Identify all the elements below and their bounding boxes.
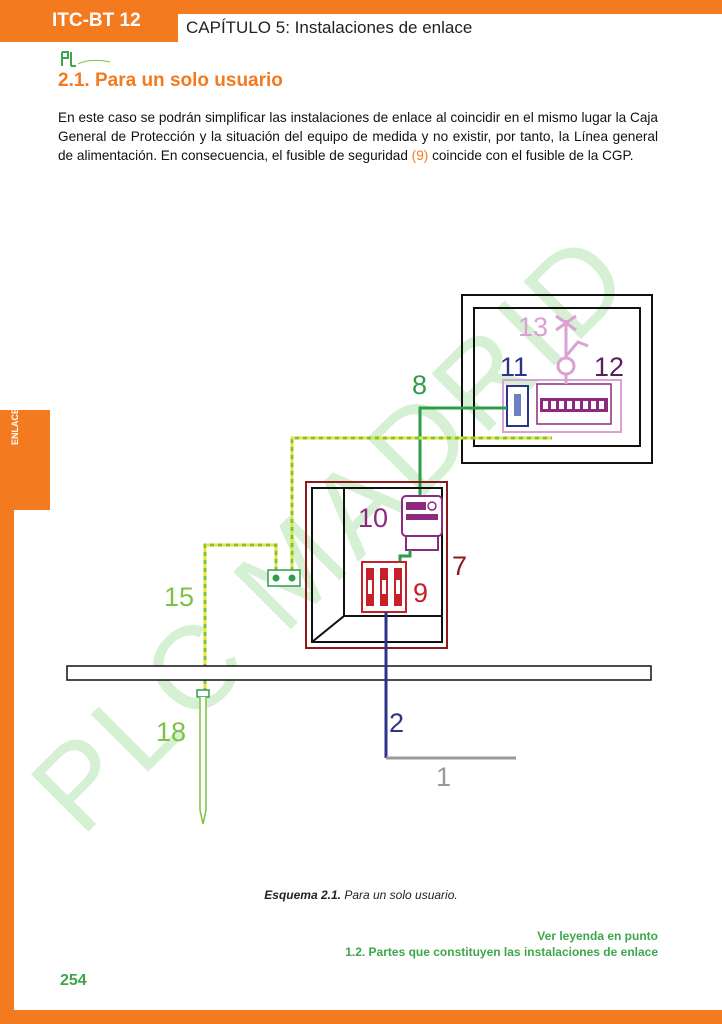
meter-bar — [406, 514, 438, 520]
side-strip — [0, 510, 14, 1010]
distribution-panel-frame — [502, 379, 622, 433]
dwelling-inner-box — [473, 307, 641, 447]
cpm-door-left — [311, 487, 345, 643]
section-title: 2.1. Para un solo usuario — [58, 70, 283, 91]
label-10: 10 — [358, 503, 388, 533]
cpm-box-inner — [311, 487, 443, 643]
caption-label: Esquema 2.1. — [264, 888, 341, 902]
fuse-windows — [368, 580, 400, 594]
lamp-cross-2 — [555, 314, 577, 332]
label-8: 8 — [412, 370, 427, 400]
earth-terminal-1 — [272, 574, 280, 582]
label-9: 9 — [413, 578, 428, 608]
label-7: 7 — [452, 551, 467, 581]
label-2: 2 — [389, 708, 404, 738]
section-logo-icon — [61, 51, 111, 67]
chapter-title: CAPÍTULO 5: Instalaciones de enlace — [178, 14, 722, 42]
label-1: 1 — [436, 762, 451, 792]
earth-electrode — [199, 697, 207, 825]
page-number: 254 — [60, 972, 87, 989]
breaker-slots — [543, 401, 604, 409]
meter-terminal-block — [405, 535, 439, 551]
label-13: 13 — [518, 312, 548, 342]
watermark-text: PLC MADRID — [7, 207, 657, 857]
meter-dial-icon — [427, 501, 437, 511]
label-18: 18 — [156, 717, 186, 747]
label-12: 12 — [594, 352, 624, 382]
icp-lever — [514, 394, 521, 416]
earth-terminal-2 — [288, 574, 296, 582]
breaker-row — [540, 398, 608, 412]
derivacion-individual-line — [418, 406, 507, 496]
legend-reference-line2: 1.2. Partes que constituyen las instalac… — [345, 945, 658, 959]
label-15: 15 — [164, 582, 194, 612]
paragraph-text-1: En este caso se podrán simplificar las i… — [58, 110, 658, 163]
paragraph-text-2: coincide con el fusible de la CGP. — [428, 148, 634, 163]
meter-display — [406, 502, 426, 510]
lamp-icon — [556, 356, 576, 376]
dwelling-outer-box — [461, 294, 653, 464]
paragraph-highlight: (9) — [411, 148, 429, 163]
footer-bar — [0, 1010, 722, 1024]
legend-reference-line1: Ver leyenda en punto — [537, 929, 658, 943]
distribution-panel — [536, 383, 612, 425]
header-badge: ITC-BT 12 — [0, 0, 167, 42]
ground-level — [66, 665, 652, 681]
caption-text: Para un solo usuario. — [340, 888, 458, 902]
figure-caption: Esquema 2.1. Para un solo usuario. — [0, 888, 722, 902]
earth-conductor — [203, 436, 552, 690]
cpm-box-outer — [305, 481, 448, 649]
label-11: 11 — [500, 352, 528, 382]
side-tab — [0, 410, 50, 510]
electrode-clamp — [196, 689, 210, 698]
body-paragraph: En este caso se podrán simplificar las i… — [58, 108, 658, 165]
switch-symbol — [564, 340, 589, 357]
earth-bar — [267, 569, 301, 587]
